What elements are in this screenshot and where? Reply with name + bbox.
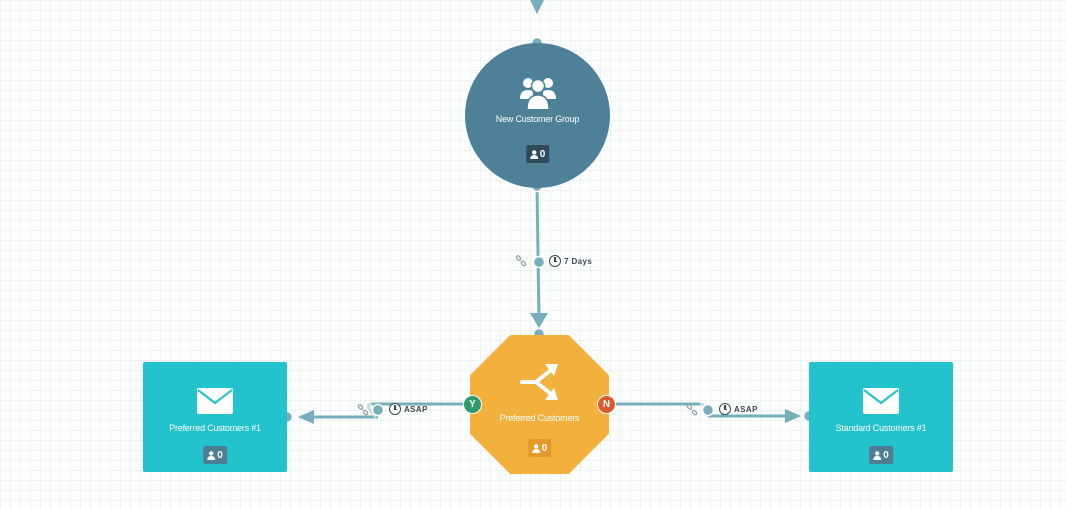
delay-label-yes[interactable]: ASAP [389,403,428,415]
link-icon[interactable] [357,404,369,416]
node-label: New Customer Group [495,114,580,124]
node-label: Preferred Customers [499,413,580,423]
connector-group-to-split [535,185,541,324]
user-icon [207,450,216,460]
user-icon [531,443,540,453]
node-email-standard-customers[interactable]: Standard Customers #1 0 [809,362,953,472]
clock-icon [549,255,561,267]
arrowhead-left [298,410,314,424]
arrowhead-split [530,313,548,328]
count-badge: 0 [203,446,227,464]
delay-text: 7 Days [564,256,593,266]
port-delay-main [532,255,546,269]
delay-label-no[interactable]: ASAP [719,403,758,415]
link-icon[interactable] [686,404,698,416]
delay-label-group-to-split[interactable]: 7 Days [549,255,592,267]
node-label: Preferred Customers #1 [169,423,261,433]
node-label: Standard Customers #1 [835,423,927,433]
port-delay-right [701,403,715,417]
user-icon [873,450,882,460]
count-badge: 0 [869,446,893,464]
delay-text: ASAP [404,404,428,414]
node-new-customer-group[interactable]: New Customer Group 0 [465,43,610,188]
users-icon [519,78,556,109]
clock-icon [719,403,731,415]
envelope-icon [863,388,899,414]
node-split-preferred-customers[interactable]: Preferred Customers 0 [470,335,609,474]
envelope-icon [197,388,233,414]
user-icon [529,149,538,159]
delay-text: ASAP [734,404,758,414]
count-value: 0 [539,148,546,160]
split-arrows-icon [519,364,558,400]
arrowhead-top [530,0,544,14]
count-value: 0 [217,449,223,461]
count-badge: 0 [527,439,552,457]
branch-no-badge[interactable]: N [597,395,616,414]
count-value: 0 [883,449,889,461]
clock-icon [389,403,401,415]
link-icon[interactable] [515,255,527,267]
count-value: 0 [541,442,548,454]
branch-yes-badge[interactable]: Y [463,395,482,414]
node-email-preferred-customers[interactable]: Preferred Customers #1 0 [143,362,287,472]
port-delay-left [371,403,385,417]
arrowhead-right [785,409,801,423]
count-badge: 0 [525,145,550,163]
